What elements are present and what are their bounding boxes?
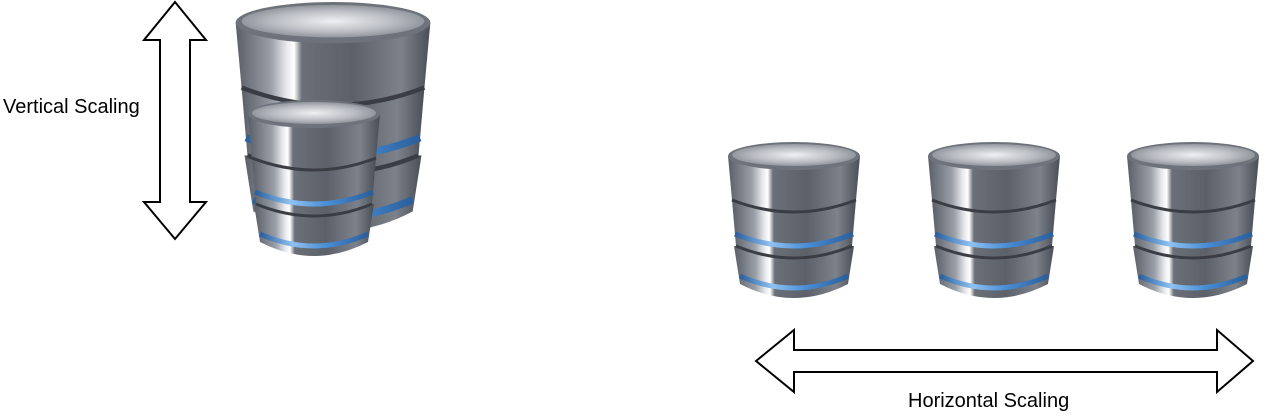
horizontal-scaling-label: Horizontal Scaling xyxy=(908,390,1070,412)
vertical-scaling-label: Vertical Scaling xyxy=(3,96,140,118)
database-icon-node-2 xyxy=(928,142,1060,298)
double-arrow-horizontal-icon xyxy=(754,327,1255,395)
database-icon-small xyxy=(248,100,380,256)
database-icon-node-1 xyxy=(728,142,860,298)
double-arrow-vertical-icon xyxy=(141,0,209,241)
database-icon-node-3 xyxy=(1127,142,1259,298)
